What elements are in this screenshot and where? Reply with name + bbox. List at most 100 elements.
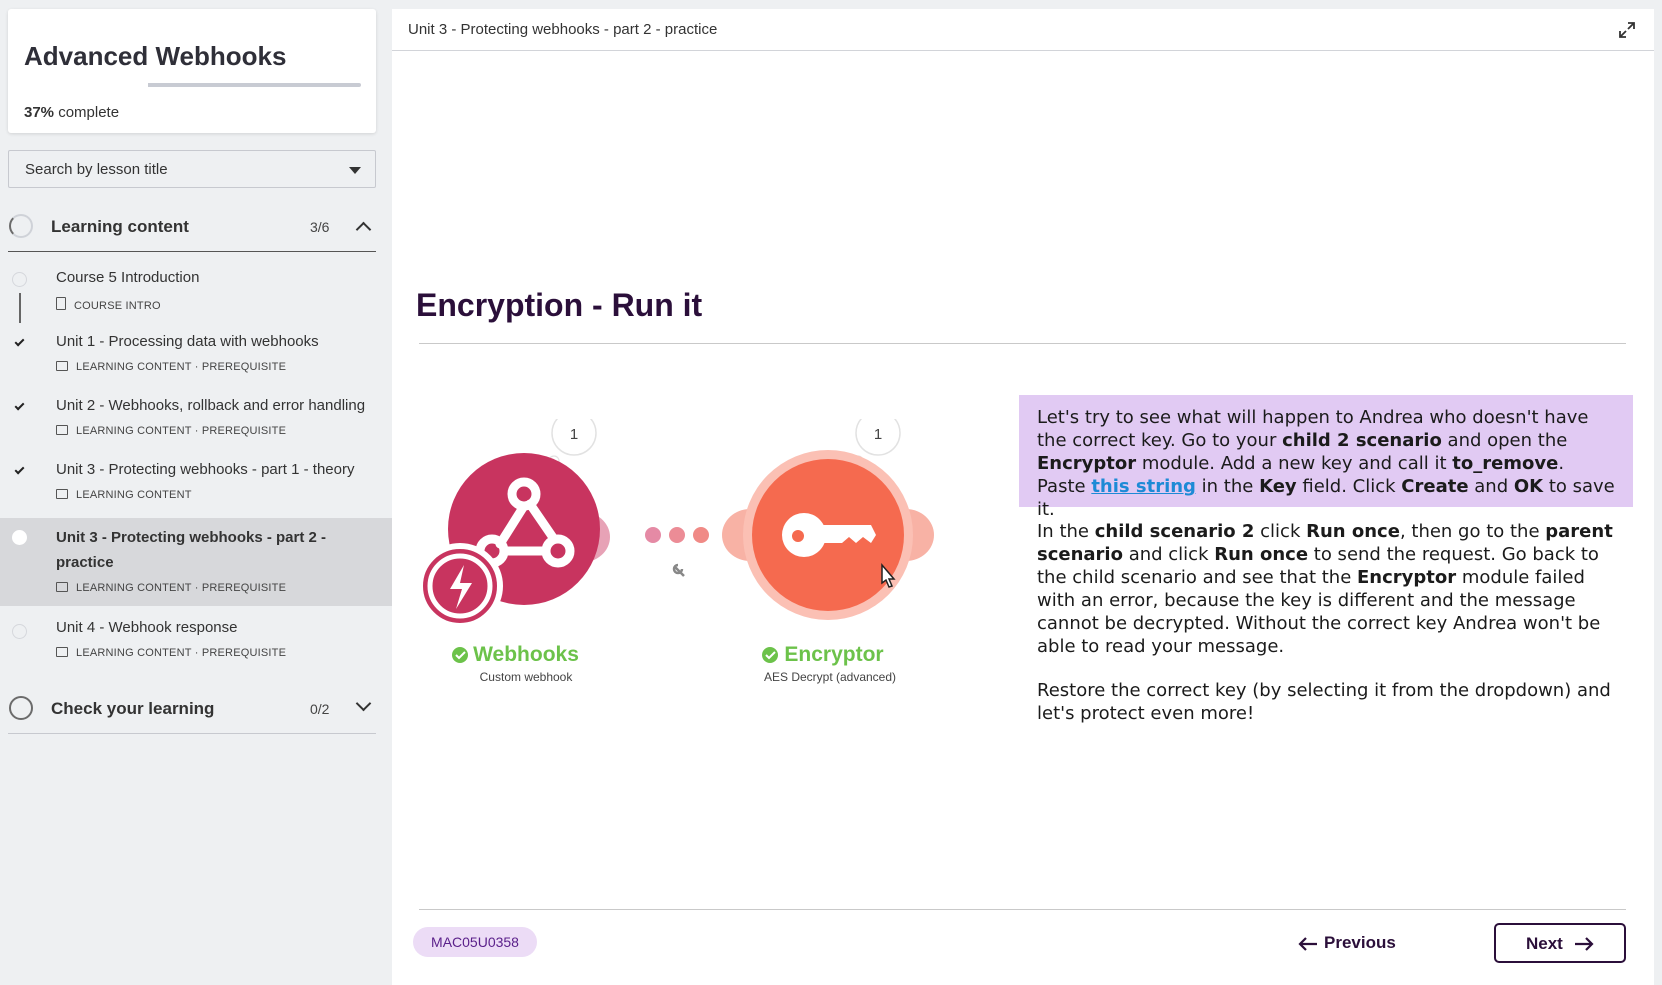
text-run: to save it. (1037, 476, 1615, 520)
section-count: 0/2 (310, 701, 330, 717)
text-run: field. Click (1296, 476, 1402, 497)
text-run: module failed with an error, because the… (1037, 567, 1601, 657)
bold-run: Encryptor (1037, 453, 1137, 474)
lesson-item[interactable]: Unit 3 - Protecting webhooks - part 1 - … (0, 454, 392, 514)
lesson-content-panel: Unit 3 - Protecting webhooks - part 2 - … (392, 9, 1654, 985)
sidebar: Advanced Webhooks 37% complete Search by… (0, 0, 392, 985)
instant-trigger-icon (450, 565, 472, 609)
lesson-title-cont: practice (56, 554, 114, 571)
divider (419, 343, 1626, 344)
lesson-title: Unit 3 - Protecting webhooks - part 1 - … (56, 461, 355, 478)
key-icon (782, 513, 876, 557)
bold-run: OK (1513, 476, 1544, 497)
lesson-meta: LEARNING CONTENT · PREREQUISITE (56, 647, 286, 659)
progress-ring-icon (9, 214, 33, 238)
previous-button[interactable]: Previous (1298, 929, 1408, 957)
bold-run: Key (1259, 476, 1297, 497)
divider (419, 909, 1626, 910)
lesson-item-active[interactable]: Unit 3 - Protecting webhooks - part 2 - … (0, 518, 392, 606)
check-icon (14, 464, 25, 475)
course-card: Advanced Webhooks 37% complete (8, 9, 376, 133)
lesson-meta-text: COURSE INTRO (74, 300, 161, 312)
webhooks-module[interactable] (417, 453, 610, 629)
text-run: . Paste (1037, 453, 1565, 497)
module1-subtitle: Custom webhook (480, 670, 574, 684)
section-title: Learning content (51, 217, 189, 236)
bubble-count-1: 1 (570, 426, 578, 443)
progress-ring-icon (9, 696, 33, 720)
slides-icon (56, 361, 68, 371)
text-run: module. Add a new key and call it (1136, 453, 1453, 474)
lesson-search-dropdown[interactable]: Search by lesson title (8, 150, 376, 188)
lesson-meta: LEARNING CONTENT (56, 489, 192, 501)
hand-cursor-icon (881, 562, 896, 588)
slides-icon (56, 582, 68, 592)
next-button[interactable]: Next (1494, 923, 1626, 963)
lesson-item[interactable]: Unit 1 - Processing data with webhooks L… (0, 326, 392, 386)
arrow-right-icon (1575, 937, 1594, 951)
document-icon (56, 297, 66, 310)
section-check-your-learning[interactable]: Check your learning 0/2 (8, 684, 376, 734)
text-run: In the (1037, 521, 1095, 542)
lesson-title: Unit 3 - Protecting webhooks - part 2 - (56, 529, 327, 546)
progress-percent: 37% (24, 104, 55, 121)
check-icon (14, 400, 25, 411)
bold-run: Encryptor (1357, 567, 1457, 588)
module1-name: Webhooks (473, 643, 579, 666)
caret-down-icon (349, 167, 361, 174)
text-run: , then go to the (1399, 521, 1546, 542)
previous-label: Previous (1324, 933, 1396, 952)
search-placeholder: Search by lesson title (25, 161, 168, 178)
bold-run: to_remove (1452, 453, 1559, 474)
this-string-link[interactable]: this string (1091, 476, 1196, 497)
lesson-meta: LEARNING CONTENT · PREREQUISITE (56, 425, 286, 437)
text-run: to send the request. Go back to the chil… (1037, 544, 1599, 588)
text-run: click (1254, 521, 1307, 542)
bubble-count-2: 1 (874, 426, 882, 443)
lesson-meta-text: LEARNING CONTENT · PREREQUISITE (76, 361, 287, 373)
section-count: 3/6 (310, 219, 330, 235)
closing-paragraph: Restore the correct key (by selecting it… (1037, 680, 1611, 724)
text-run: and open the (1441, 430, 1568, 451)
text-run: Let's try to see what will happen to And… (1037, 407, 1589, 451)
instruction-paragraph: In the child scenario 2 click Run once, … (1037, 520, 1627, 658)
chevron-up-icon[interactable] (355, 221, 372, 238)
lesson-meta: COURSE INTRO (56, 297, 161, 312)
lesson-meta: LEARNING CONTENT · PREREQUISITE (56, 582, 286, 594)
expand-icon[interactable] (1618, 21, 1636, 39)
lesson-item[interactable]: Unit 4 - Webhook response LEARNING CONTE… (0, 614, 392, 674)
module2-subtitle: AES Decrypt (advanced) (764, 670, 896, 684)
bold-run: Run once (1214, 544, 1309, 565)
wrench-icon[interactable] (672, 563, 685, 577)
lesson-title: Unit 2 - Webhooks, rollback and error ha… (56, 397, 366, 414)
lesson-meta-text: LEARNING CONTENT · PREREQUISITE (76, 582, 287, 594)
text-run: and click (1122, 544, 1215, 565)
lesson-meta-text: LEARNING CONTENT (76, 489, 192, 501)
lesson-title: Unit 1 - Processing data with webhooks (56, 333, 319, 350)
module2-name: Encryptor (784, 643, 883, 666)
page-title: Encryption - Run it (416, 287, 703, 323)
bold-run: child 2 scenario (1282, 430, 1442, 451)
course-title: Advanced Webhooks (24, 41, 287, 71)
slides-icon (56, 647, 68, 657)
lesson-meta-text: LEARNING CONTENT · PREREQUISITE (76, 425, 287, 437)
lesson-title: Unit 4 - Webhook response (56, 619, 238, 636)
route-connector[interactable] (645, 527, 709, 577)
text-run: and (1468, 476, 1514, 497)
progress-text: 37% complete (24, 104, 119, 121)
course-progress-bar (148, 83, 361, 87)
topbar-title: Unit 3 - Protecting webhooks - part 2 - … (408, 21, 718, 38)
status-dot-icon (12, 624, 27, 639)
check-icon (14, 336, 25, 347)
webhooks-label: Webhooks Custom webhook (452, 643, 579, 684)
arrow-left-icon (1298, 937, 1317, 951)
lesson-item[interactable]: Unit 2 - Webhooks, rollback and error ha… (0, 390, 392, 450)
chevron-down-icon[interactable] (355, 695, 372, 712)
lesson-title: Course 5 Introduction (56, 269, 200, 286)
section-learning-content[interactable]: Learning content 3/6 (8, 202, 376, 252)
instruction-callout: Let's try to see what will happen to And… (1019, 395, 1633, 520)
encryptor-module[interactable] (722, 450, 934, 620)
lesson-item[interactable]: Course 5 Introduction COURSE INTRO (0, 262, 392, 322)
section-title: Check your learning (51, 699, 215, 718)
course-progress-fill (148, 83, 227, 87)
